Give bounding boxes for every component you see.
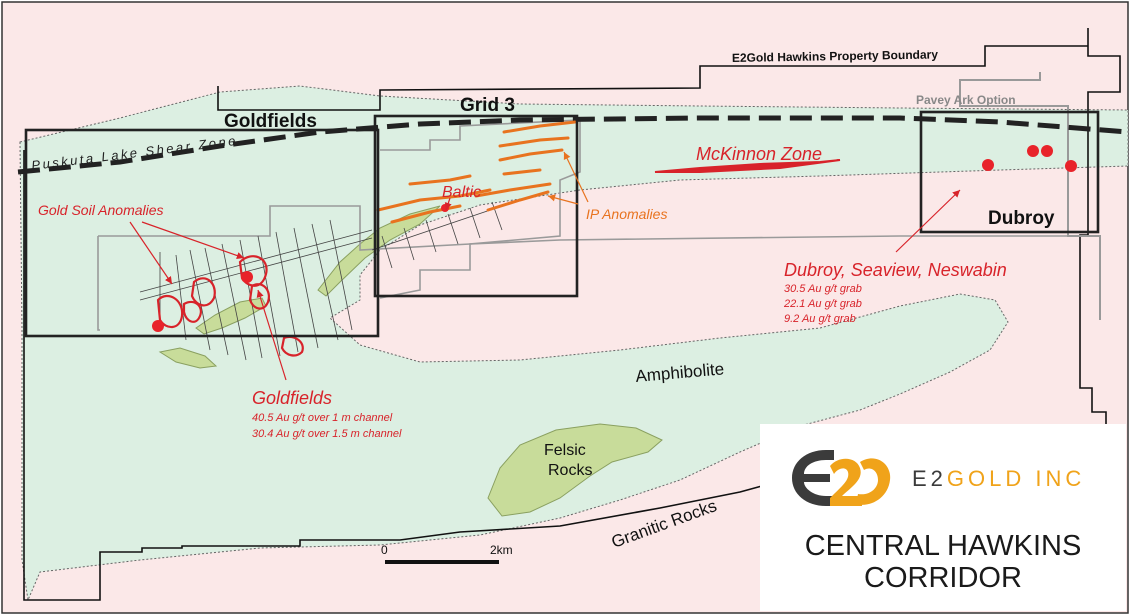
scale-bar: 0 2km bbox=[381, 543, 513, 564]
scale-bar-end: 2km bbox=[490, 543, 513, 557]
dubroy-grid-box bbox=[919, 110, 1100, 234]
goldfields-result-1: 40.5 Au g/t over 1 m channel bbox=[252, 412, 393, 424]
felsic-rocks-label-line2: Rocks bbox=[548, 462, 592, 479]
dubroy-sample-dot-2 bbox=[1027, 145, 1039, 157]
gold-soil-anomalies-label: Gold Soil Anomalies bbox=[38, 202, 164, 218]
map-title-line1: CENTRAL HAWKINS bbox=[804, 530, 1082, 562]
map-title: CENTRAL HAWKINS CORRIDOR bbox=[760, 530, 1126, 594]
mckinnon-zone-label: McKinnon Zone bbox=[696, 144, 822, 164]
grid3-label: Grid 3 bbox=[460, 95, 515, 116]
dubroy-result-1: 30.5 Au g/t grab bbox=[784, 283, 862, 295]
property-boundary-label: E2Gold Hawkins Property Boundary bbox=[732, 47, 939, 65]
felsic-rocks-label-line1: Felsic bbox=[544, 442, 586, 459]
puskuta-shear-zone-line bbox=[17, 115, 1129, 175]
company-wordmark-rest: GOLD INC bbox=[946, 466, 1086, 491]
goldfields-result-2: 30.4 Au g/t over 1.5 m channel bbox=[252, 428, 402, 440]
goldfields-sample-dot-1 bbox=[152, 320, 164, 332]
e2gold-logo-icon bbox=[792, 450, 891, 506]
title-panel: E2GOLD INC CENTRAL HAWKINS CORRIDOR bbox=[760, 424, 1126, 611]
company-wordmark-prefix: E2 bbox=[912, 466, 947, 491]
goldfields-showing-title: Goldfields bbox=[252, 388, 332, 408]
pavey-ark-option-boundary bbox=[959, 72, 1101, 320]
gold-soil-anomaly-outlines bbox=[156, 255, 304, 357]
map-title-line2: CORRIDOR bbox=[864, 562, 1022, 594]
dubroy-result-2: 22.1 Au g/t grab bbox=[783, 298, 862, 310]
scale-bar-start: 0 bbox=[381, 543, 388, 557]
baltic-label: Baltic bbox=[442, 184, 481, 201]
dubroy-result-3: 9.2 Au g/t grab bbox=[784, 313, 856, 325]
scale-bar-line bbox=[385, 560, 499, 564]
felsic-lens-2 bbox=[158, 347, 218, 369]
mckinnon-zone-trace bbox=[654, 159, 841, 173]
dubroy-sample-dot-4 bbox=[1065, 160, 1077, 172]
property-boundary-south bbox=[23, 150, 901, 601]
grid3-box bbox=[373, 114, 579, 298]
ip-anomaly-traces bbox=[376, 120, 577, 224]
dubroy-sample-dot-3 bbox=[1041, 145, 1053, 157]
dubroy-grid-label: Dubroy bbox=[988, 208, 1055, 229]
ip-anomalies-label: IP Anomalies bbox=[586, 206, 667, 222]
amphibolite-unit bbox=[19, 85, 1129, 602]
annotation-arrows bbox=[129, 151, 961, 381]
company-wordmark: E2GOLD INC bbox=[912, 466, 1085, 492]
goldfields-survey-grid bbox=[139, 219, 373, 361]
dubroy-sample-dot-1 bbox=[982, 159, 994, 171]
goldfields-sample-dot-2 bbox=[241, 271, 253, 283]
felsic-rocks-unit bbox=[487, 423, 663, 517]
goldfields-grey-grid-outline bbox=[97, 205, 1068, 331]
goldfields-grid-box bbox=[24, 128, 380, 338]
goldfields-grid-label: Goldfields bbox=[224, 111, 317, 132]
felsic-lens-3 bbox=[317, 205, 441, 297]
dubroy-showing-title: Dubroy, Seaview, Neswabin bbox=[784, 260, 1007, 280]
grid3-grey-outline bbox=[379, 119, 581, 299]
pavey-ark-option-label: Pavey Ark Option bbox=[916, 93, 1016, 107]
property-boundary bbox=[217, 28, 1121, 424]
